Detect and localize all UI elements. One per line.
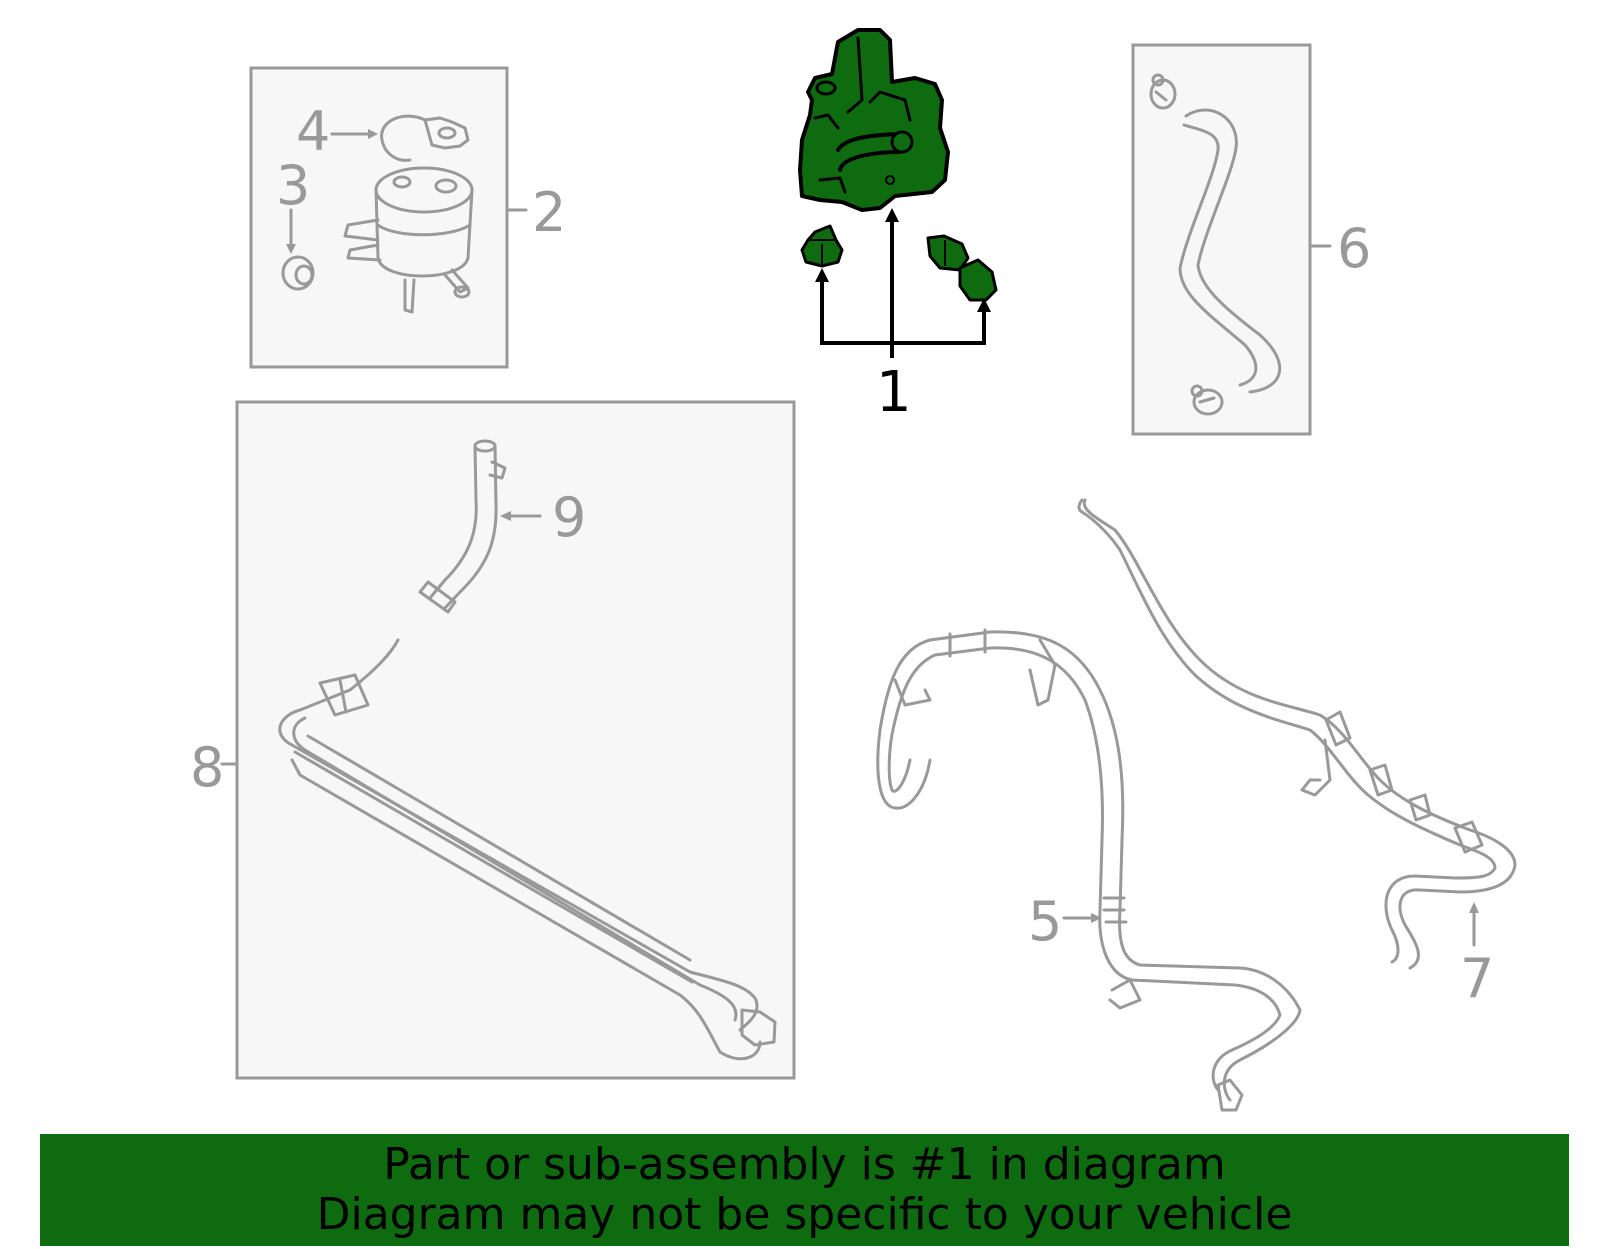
leader-3-arrowhead bbox=[286, 244, 296, 254]
hose-clamp-top-drawing bbox=[1149, 73, 1177, 110]
cooler-assembly-group: 9 8 bbox=[190, 400, 796, 1080]
cooler-box bbox=[235, 400, 796, 1080]
reservoir-body-drawing bbox=[343, 166, 474, 314]
return-hose-drawing bbox=[1184, 108, 1282, 394]
hose-clamp-bottom-drawing bbox=[1190, 384, 1224, 416]
callout-6: 6 bbox=[1337, 217, 1371, 280]
return-hose-box bbox=[1131, 43, 1312, 436]
callout-5: 5 bbox=[1028, 890, 1062, 953]
grommet-drawing bbox=[281, 255, 315, 291]
leader-1-right-arrowhead bbox=[977, 298, 991, 312]
cooler-tube-drawing bbox=[278, 638, 777, 1061]
banner-line-2: Diagram may not be specific to your vehi… bbox=[316, 1189, 1293, 1240]
return-hose-group: 6 bbox=[1131, 43, 1371, 436]
reservoir-assembly-group: 4 3 2 bbox=[249, 66, 566, 369]
reservoir-box bbox=[249, 66, 509, 369]
leader-4-arrowhead bbox=[368, 129, 378, 139]
leader-1-left-arrowhead bbox=[815, 268, 829, 282]
callout-7: 7 bbox=[1460, 947, 1494, 1010]
callout-3: 3 bbox=[276, 154, 310, 217]
callout-2: 2 bbox=[532, 181, 566, 244]
reservoir-cap-drawing bbox=[380, 114, 470, 162]
callout-9: 9 bbox=[552, 486, 586, 549]
return-line-group: 7 bbox=[1077, 498, 1517, 1010]
pump-bolt-right-drawing bbox=[926, 234, 998, 302]
cooler-hose-drawing bbox=[418, 439, 507, 614]
power-steering-pump-group: 1 bbox=[798, 28, 998, 425]
pump-bolt-left-drawing bbox=[800, 224, 844, 268]
callout-1: 1 bbox=[876, 360, 912, 425]
pump-body-drawing bbox=[798, 28, 950, 212]
leader-9-arrowhead bbox=[500, 511, 511, 521]
leader-1-bracket bbox=[820, 276, 986, 345]
callout-4: 4 bbox=[296, 100, 330, 163]
callout-8: 8 bbox=[190, 736, 224, 799]
leader-1-main-arrowhead bbox=[885, 208, 899, 222]
pressure-line-drawing bbox=[876, 630, 1302, 1102]
return-line-drawing bbox=[1082, 498, 1517, 970]
info-banner: Part or sub-assembly is #1 in diagram Di… bbox=[40, 1134, 1569, 1246]
pressure-line-group: 5 bbox=[876, 628, 1302, 1112]
leader-5-arrowhead bbox=[1091, 913, 1102, 923]
leader-7-arrowhead bbox=[1469, 902, 1479, 913]
banner-line-1: Part or sub-assembly is #1 in diagram bbox=[383, 1139, 1226, 1190]
